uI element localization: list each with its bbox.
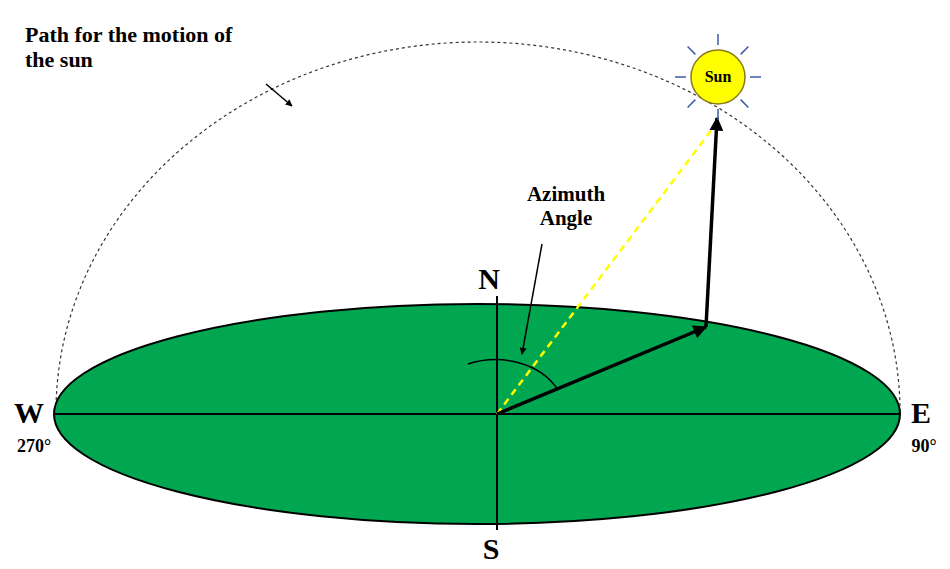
azimuth-leader-arrow: [522, 244, 542, 354]
azimuth-arc: [468, 360, 558, 390]
path-leader-arrow: [266, 84, 292, 106]
east-degree-label: 90°: [911, 436, 936, 457]
sun-ray: [741, 47, 749, 55]
sun-direction-line: [497, 124, 716, 414]
west-east-line: [54, 413, 900, 415]
sun-ray: [688, 47, 696, 55]
azimuth-label: Azimuth Angle: [514, 182, 618, 230]
sun-text: Sun: [705, 68, 732, 86]
ground-ellipse: [54, 304, 900, 524]
north-label: N: [478, 262, 500, 297]
east-label: E: [911, 396, 931, 431]
west-degree-label: 270°: [17, 436, 51, 457]
sun-disc: [691, 50, 745, 104]
sun-ray: [750, 76, 761, 78]
south-label: S: [483, 532, 500, 567]
elevation-arrow: [706, 118, 717, 327]
horizontal-projection-arrow: [497, 327, 706, 414]
sun-path-label: Path for the motion of the sun: [25, 22, 239, 73]
sun-ray: [717, 109, 719, 120]
west-label: W: [14, 396, 44, 431]
sun-ray: [741, 100, 749, 108]
sun-ray: [675, 76, 686, 78]
sun-ray: [688, 100, 696, 108]
sun-circle: Sun: [690, 49, 746, 105]
sun-ray: [717, 34, 719, 45]
